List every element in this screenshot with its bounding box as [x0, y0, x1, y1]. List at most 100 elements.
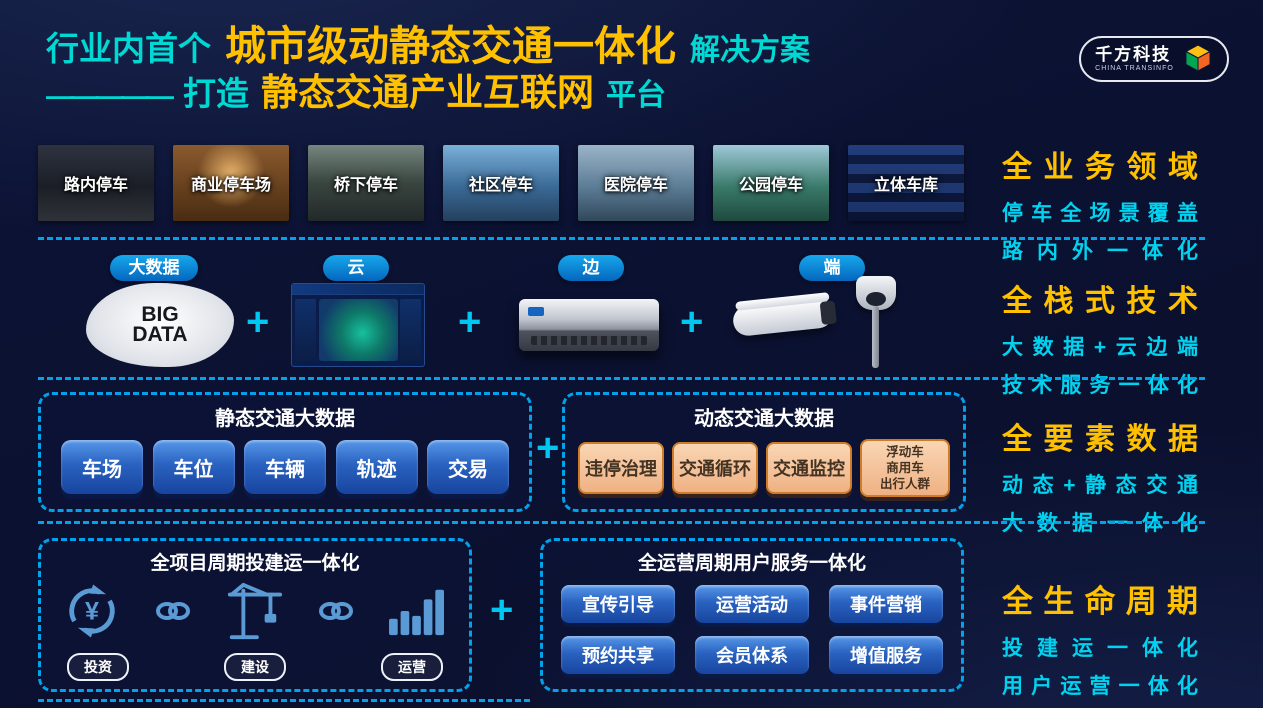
svg-text:¥: ¥: [85, 597, 99, 625]
plus-sign: +: [458, 300, 482, 344]
chain-link-icon: [155, 599, 191, 628]
summary-line: 技术服务一体化: [1002, 374, 1198, 397]
summary-data: 全要素数据 动态+静态交通 大数据一体化: [1002, 414, 1198, 545]
scene-label: 社区停车: [468, 177, 533, 194]
main-title: 行业内首个 城市级动静态交通一体化 解决方案: [46, 12, 810, 72]
plus-sign: +: [246, 300, 270, 344]
chip-line: 浮动车: [886, 444, 924, 459]
logo-text: 千方科技 CHINA TRANSINFO: [1095, 44, 1174, 72]
summary-line: 停车全场景覆盖: [1002, 202, 1198, 225]
box-title: 全项目周期投建运一体化: [150, 553, 360, 574]
static-traffic-data-box: 静态交通大数据 车场 车位 车辆 轨迹 交易: [38, 392, 532, 512]
roadside-cameras-image: [731, 276, 913, 370]
company-logo: 千方科技 CHINA TRANSINFO: [1079, 36, 1229, 82]
data-chip-traffic-circulation: 交通循环: [672, 442, 758, 494]
summary-line: 大数据+云边端: [1002, 336, 1198, 359]
label-investment: 投资: [67, 653, 129, 681]
summary-title: 全业务领域: [1002, 151, 1198, 184]
summary-line: 动态+静态交通: [1002, 474, 1198, 497]
box-title: 动态交通大数据: [694, 408, 834, 430]
tech-pill-edge: 边: [558, 255, 624, 281]
data-chip-illegal-parking: 违停治理: [578, 442, 664, 494]
data-chip-parking-space: 车位: [152, 440, 235, 494]
project-lifecycle-box: 全项目周期投建运一体化 ¥: [38, 538, 472, 692]
logo-subname: CHINA TRANSINFO: [1095, 64, 1174, 72]
subtitle-prefix: 打造: [183, 75, 249, 112]
investment-money-cycle-icon: ¥: [63, 582, 121, 645]
scene-image-park-parking: 公园停车: [713, 145, 829, 221]
scene-image-commercial-parking: 商业停车场: [173, 145, 289, 221]
data-chip-floating-vehicles: 浮动车 商用车 出行人群: [860, 439, 950, 497]
operation-bar-chart-icon: [387, 584, 447, 643]
screenshot-header-bar: [292, 284, 424, 295]
box-title: 静态交通大数据: [215, 408, 355, 430]
plus-sign: +: [680, 300, 704, 344]
dashed-separator: [38, 699, 530, 702]
user-service-lifecycle-box: 全运营周期用户服务一体化 宣传引导 运营活动 事件营销 预约共享 会员体系 增值…: [540, 538, 964, 692]
tech-pill-bigdata: 大数据: [110, 255, 198, 281]
title-prefix: 行业内首个: [46, 30, 211, 67]
scene-image-roadside-parking: 路内停车: [38, 145, 154, 221]
tech-pill-cloud: 云: [323, 255, 389, 281]
plus-sign: +: [536, 426, 560, 470]
title-main: 城市级动静态交通一体化: [225, 23, 676, 69]
camera-pole: [872, 306, 879, 368]
chip-line: 商用车: [886, 460, 924, 475]
summary-line: 投建运一体化: [1002, 637, 1198, 660]
lifecycle-icons-row: ¥: [41, 577, 469, 649]
scene-label: 立体车库: [873, 177, 938, 194]
scene-label: 路内停车: [63, 177, 128, 194]
business-tiles-row: 路内停车 商业停车场 桥下停车 社区停车 医院停车 公园停车 立体车库: [38, 145, 964, 221]
screenshot-map-area: [319, 299, 398, 361]
bigdata-wordcloud-image: BIG DATA: [86, 283, 234, 367]
dynamic-data-buttons: 违停治理 交通循环 交通监控 浮动车 商用车 出行人群: [565, 439, 963, 497]
data-chip-transaction: 交易: [427, 440, 509, 494]
dashed-separator: [38, 237, 1205, 240]
dashed-separator: [38, 521, 1205, 524]
summary-title: 全栈式技术: [1002, 285, 1198, 318]
sub-title: ————— 打造 静态交通产业互联网 平台: [46, 62, 666, 116]
wordcloud-text: BIG DATA: [132, 303, 188, 346]
summary-line: 用户运营一体化: [1002, 675, 1198, 698]
scene-label: 桥下停车: [333, 177, 398, 194]
summary-business: 全业务领域 停车全场景覆盖 路内外一体化: [1002, 142, 1198, 273]
dynamic-traffic-data-box: 动态交通大数据 违停治理 交通循环 交通监控 浮动车 商用车 出行人群: [562, 392, 966, 512]
box-title: 全运营周期用户服务一体化: [637, 553, 866, 574]
title-suffix: 解决方案: [690, 34, 810, 67]
data-chip-trajectory: 轨迹: [335, 440, 418, 494]
service-buttons-grid: 宣传引导 运营活动 事件营销 预约共享 会员体系 增值服务: [543, 585, 961, 674]
service-chip-operation-activity: 运营活动: [695, 585, 809, 623]
service-chip-reservation-sharing: 预约共享: [561, 636, 675, 674]
logo-name: 千方科技: [1095, 44, 1172, 64]
scene-label: 商业停车场: [190, 177, 271, 194]
cloud-platform-screenshot: [291, 283, 425, 367]
tech-pill-device: 端: [799, 255, 865, 281]
scene-image-stacked-garage: 立体车库: [848, 145, 964, 221]
service-chip-membership: 会员体系: [695, 636, 809, 674]
chip-line: 出行人群: [879, 477, 930, 492]
scene-image-community-parking: 社区停车: [443, 145, 559, 221]
summary-title: 全生命周期: [1002, 584, 1198, 619]
logo-cube-icon: [1183, 42, 1213, 77]
data-chip-vehicle: 车辆: [244, 440, 326, 494]
scene-label: 医院停车: [603, 177, 668, 194]
summary-lifecycle: 全生命周期 投建运一体化 用户运营一体化: [1002, 576, 1198, 708]
service-chip-value-added: 增值服务: [829, 636, 943, 674]
data-chip-parking-lot: 车场: [61, 440, 143, 494]
construction-crane-icon: [224, 581, 284, 646]
static-data-buttons: 车场 车位 车辆 轨迹 交易: [41, 440, 529, 494]
label-operation: 运营: [381, 653, 443, 681]
summary-line: 路内外一体化: [1002, 240, 1198, 263]
scene-label: 公园停车: [738, 177, 803, 194]
dashed-separator: [38, 377, 1205, 380]
subtitle-dashes: —————: [46, 80, 174, 111]
scene-image-hospital-parking: 医院停车: [578, 145, 694, 221]
plus-sign: +: [490, 588, 514, 632]
summary-title: 全要素数据: [1002, 423, 1198, 456]
service-chip-event-marketing: 事件营销: [829, 585, 943, 623]
edge-server-device-image: [519, 299, 659, 351]
service-chip-promotion: 宣传引导: [561, 585, 675, 623]
scene-image-underbridge-parking: 桥下停车: [308, 145, 424, 221]
lifecycle-labels-row: 投资 建设 运营: [41, 653, 469, 681]
screenshot-left-panel: [295, 299, 316, 361]
